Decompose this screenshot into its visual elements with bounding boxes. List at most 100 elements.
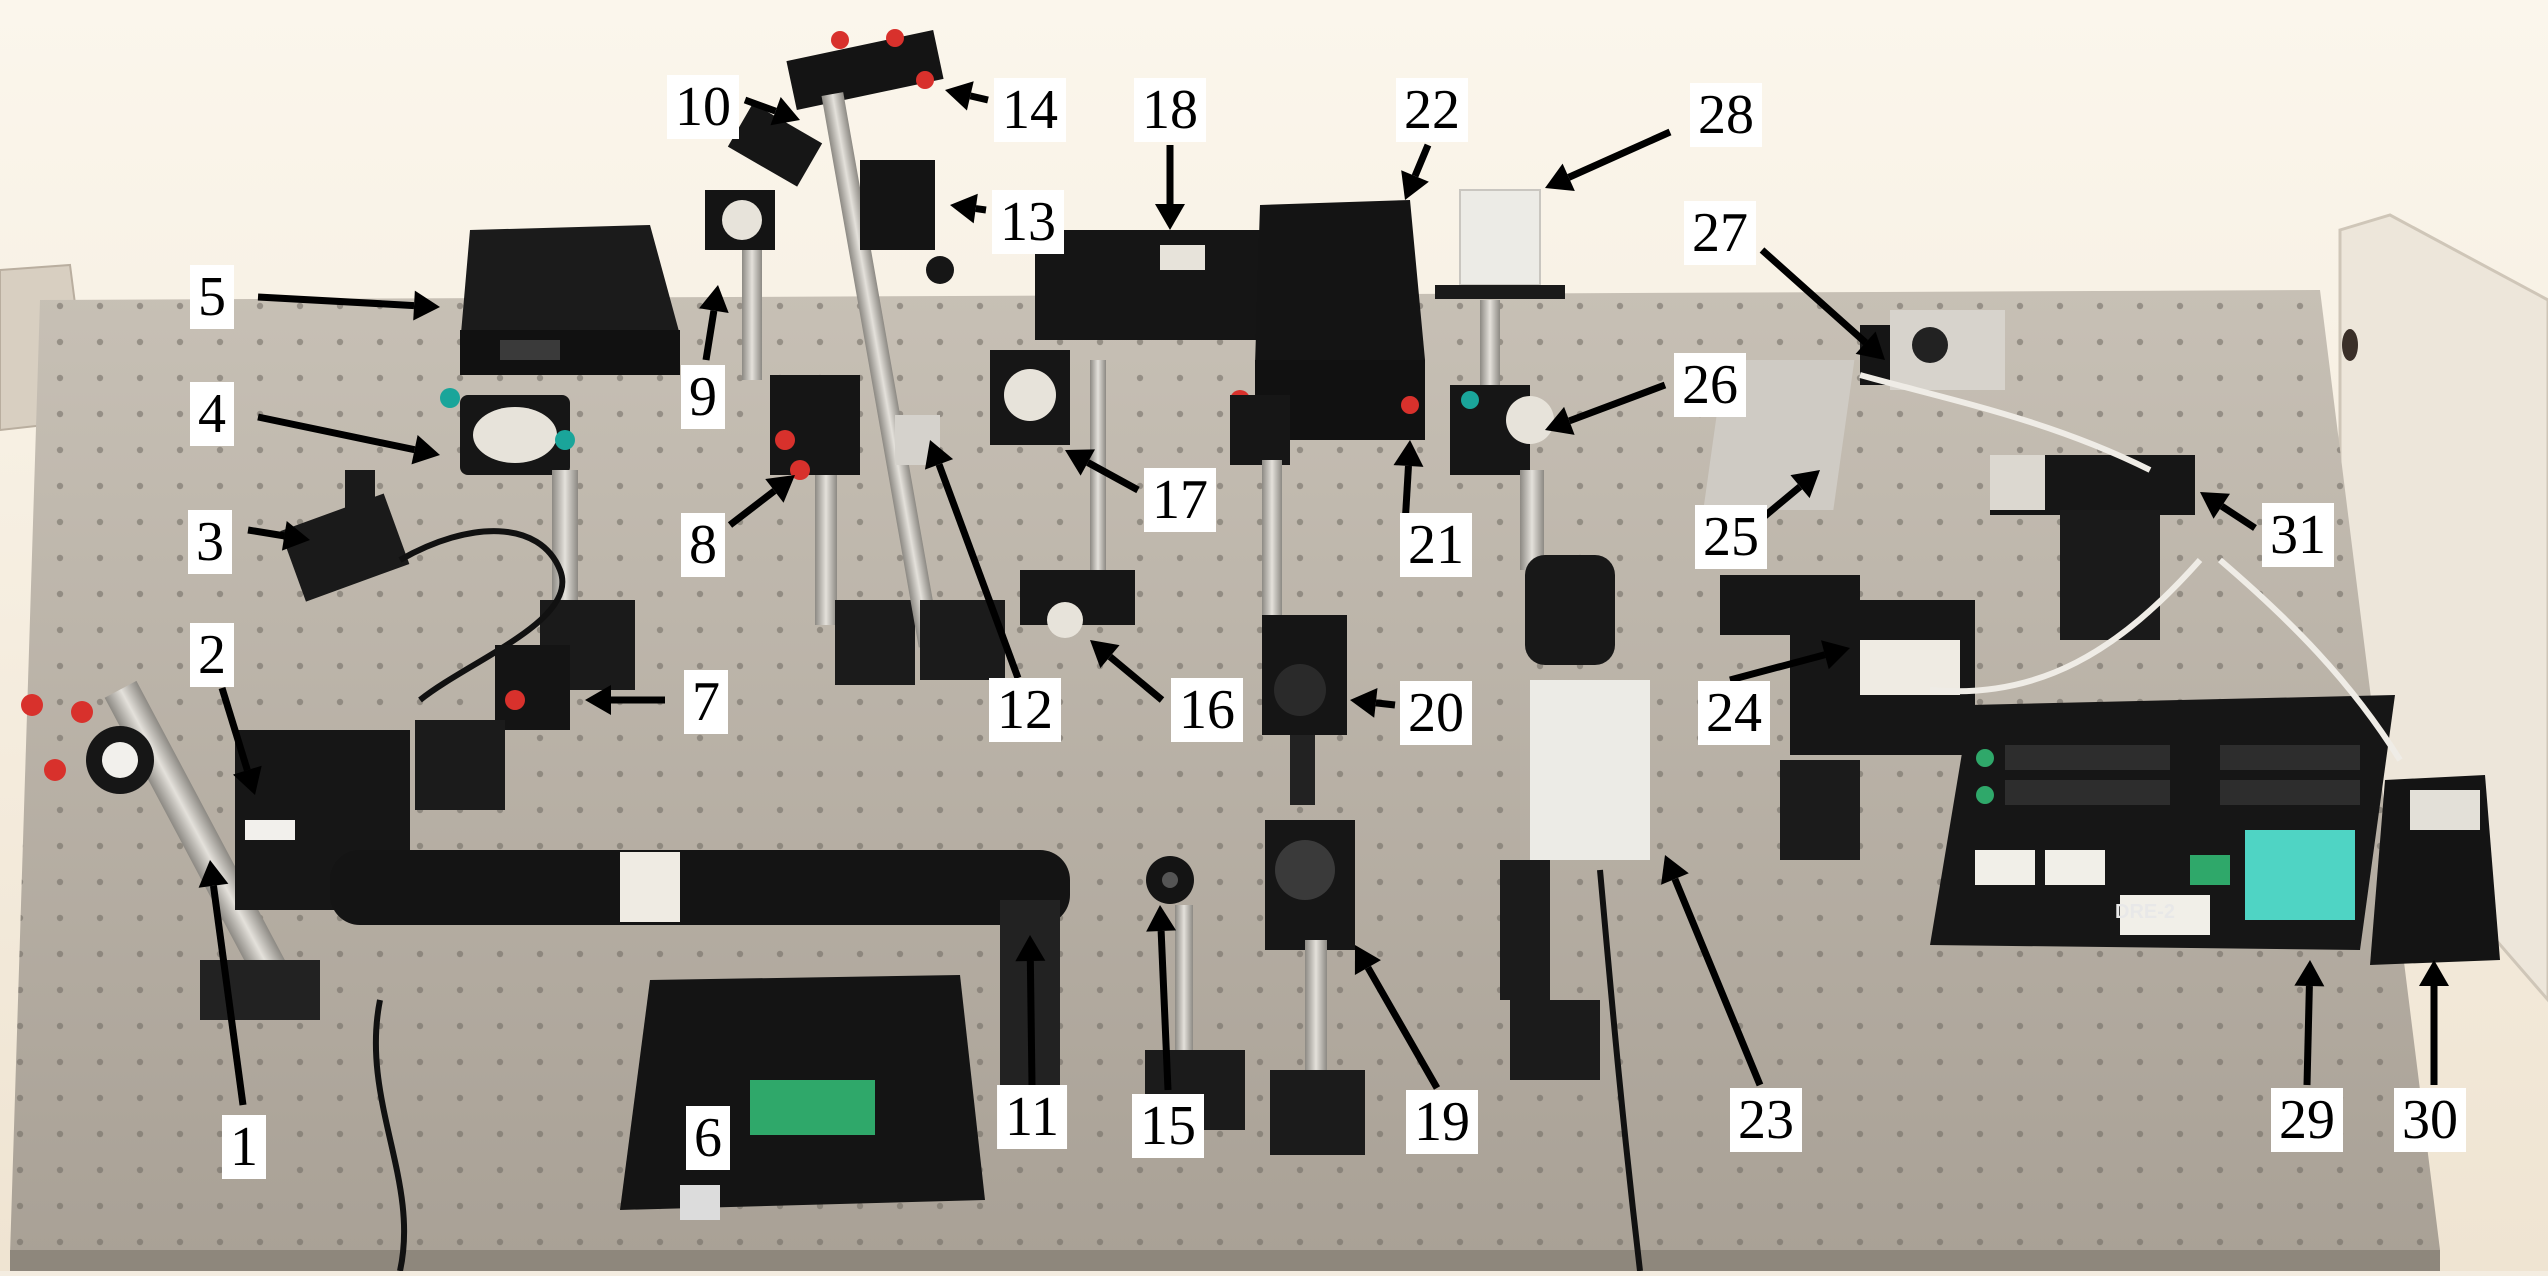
callout-arrow-24 [1729, 651, 1826, 684]
callout-arrow-29 [2303, 985, 2313, 1086]
component-17-mount [990, 350, 1106, 610]
callout-arrowhead-4 [411, 435, 440, 465]
callout-12: 12 [989, 678, 1061, 742]
component-6-power-supply [620, 975, 985, 1220]
callout-20: 20 [1400, 681, 1472, 745]
callout-24: 24 [1698, 681, 1770, 745]
component-28-screen [1435, 189, 1565, 395]
callout-arrowhead-26 [1545, 406, 1575, 435]
component-11-laser-tube [330, 850, 1070, 1100]
component-8-mount [770, 375, 915, 685]
dro-model-label: DRE-2 [2115, 901, 2175, 923]
callout-arrowhead-22 [1401, 170, 1429, 200]
cable [1929, 558, 2203, 695]
table-edge [10, 1250, 2440, 1271]
callout-23: 23 [1730, 1088, 1802, 1152]
callout-arrowhead-11 [1015, 935, 1046, 962]
callout-10: 10 [667, 75, 739, 139]
callout-arrow-14 [969, 92, 989, 104]
callout-arrow-5 [257, 293, 415, 310]
callout-arrowhead-31 [2200, 492, 2230, 519]
callout-arrowhead-16 [1090, 640, 1120, 669]
component-23-camera [1500, 470, 1650, 1272]
component-3-coupler [280, 470, 566, 703]
callout-arrowhead-10 [770, 97, 800, 126]
callout-18: 18 [1134, 78, 1206, 142]
callout-arrow-3 [247, 526, 285, 540]
component-5-controller [460, 225, 680, 375]
callout-arrow-10 [743, 96, 777, 115]
callout-19: 19 [1406, 1090, 1478, 1154]
callout-arrow-8 [727, 488, 777, 528]
callout-14: 14 [994, 78, 1066, 142]
callout-3: 3 [188, 510, 232, 574]
callout-arrowhead-25 [1790, 470, 1820, 499]
callout-arrowhead-21 [1393, 440, 1424, 467]
callout-arrow-31 [2219, 503, 2257, 531]
callout-arrowhead-29 [2294, 960, 2325, 987]
callout-arrow-12 [935, 463, 1022, 680]
callout-arrowhead-28 [1545, 163, 1575, 192]
callout-16: 16 [1171, 678, 1243, 742]
callout-15: 15 [1132, 1094, 1204, 1158]
callout-arrowhead-30 [2419, 960, 2449, 986]
cabinet-hole [2342, 329, 2358, 361]
component-22-box [1230, 200, 1425, 465]
callout-5: 5 [190, 265, 234, 329]
callout-arrowhead-14 [945, 81, 974, 111]
component-7-mirror [415, 645, 570, 810]
callout-8: 8 [681, 513, 725, 577]
component-15-iris [1145, 856, 1245, 1130]
component-30-box [2370, 775, 2500, 965]
callout-arrowhead-18 [1155, 204, 1185, 230]
component-9-mount [705, 190, 775, 380]
callout-9: 9 [681, 365, 725, 429]
callout-arrowhead-7 [585, 685, 611, 715]
component-16-mount [1020, 570, 1135, 638]
cable [372, 999, 408, 1272]
callout-13: 13 [992, 190, 1064, 254]
callout-arrowhead-8 [765, 475, 795, 503]
callout-2: 2 [190, 623, 234, 687]
callout-arrowhead-13 [950, 193, 978, 224]
callout-arrowhead-24 [1821, 640, 1850, 670]
component-10-14-tall-post [727, 29, 1005, 680]
callout-arrowhead-9 [699, 285, 729, 314]
callout-11: 11 [997, 1085, 1067, 1149]
cable [2218, 557, 2403, 762]
callout-22: 22 [1396, 78, 1468, 142]
callout-26: 26 [1674, 353, 1746, 417]
callout-arrow-4 [257, 413, 416, 454]
callout-arrowhead-3 [281, 521, 310, 551]
callout-arrow-26 [1568, 381, 1667, 425]
callout-arrow-28 [1567, 128, 1672, 181]
callout-27: 27 [1684, 201, 1756, 265]
callout-arrow-20 [1375, 699, 1396, 709]
callout-arrowhead-19 [1354, 945, 1381, 976]
callout-28: 28 [1690, 83, 1762, 147]
callout-arrowhead-20 [1350, 687, 1378, 718]
callout-6: 6 [686, 1106, 730, 1170]
cable [1859, 372, 2152, 473]
callout-arrow-23 [1671, 877, 1764, 1087]
callout-arrow-11 [1026, 960, 1036, 1086]
component-20-mount [1262, 460, 1347, 805]
callout-17: 17 [1144, 468, 1216, 532]
callout-arrow-17 [1086, 459, 1140, 494]
callout-arrow-13 [975, 205, 987, 214]
callout-arrow-2 [218, 686, 251, 772]
component-1-mount [21, 680, 320, 1020]
callout-arrow-9 [702, 310, 718, 361]
callout-30: 30 [2394, 1088, 2466, 1152]
component-29-dro: DRE-2 [1930, 695, 2395, 950]
callout-arrowhead-5 [413, 290, 440, 321]
callout-arrowhead-15 [1146, 905, 1177, 932]
callout-arrowhead-12 [924, 440, 954, 470]
component-26-mount [1450, 385, 1554, 475]
callout-arrow-19 [1364, 965, 1441, 1090]
component-19-mount [1265, 820, 1365, 1155]
callout-arrow-22 [1411, 143, 1432, 178]
optical-table-holes [10, 290, 2440, 1255]
